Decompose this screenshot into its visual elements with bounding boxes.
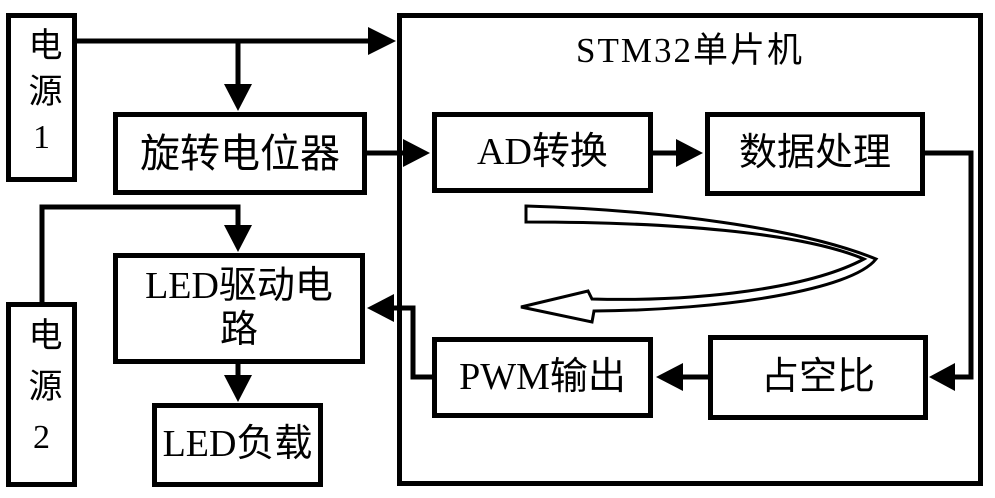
node-mcu-frame — [397, 13, 983, 486]
node-ad-convert: AD转换 — [432, 112, 653, 193]
curved-loop-arrow — [520, 204, 879, 324]
arrowhead-into-dataprocess — [676, 139, 703, 167]
edge-pwm-driver-line — [392, 305, 432, 380]
node-data-process: 数据处理 — [705, 112, 925, 196]
arrowhead-into-load — [224, 375, 252, 402]
node-power-1: 电源1 — [6, 13, 77, 182]
node-power-2: 电源2 — [6, 302, 77, 487]
arrowhead-into-pwm — [656, 363, 683, 391]
node-duty-cycle: 占空比 — [708, 335, 928, 420]
node-mcu-title: STM32单片机 — [576, 31, 804, 70]
arrowhead-into-pot — [224, 84, 252, 111]
arrowhead-into-ad — [403, 139, 430, 167]
node-pwm-output: PWM输出 — [432, 337, 653, 418]
arrowhead-into-duty — [929, 363, 955, 391]
edge-power2-driver-line — [39, 204, 241, 302]
arrowhead-into-mcu — [368, 27, 396, 55]
arrowhead-into-driver-top — [224, 225, 252, 252]
arrowhead-into-driver-right — [367, 294, 394, 322]
node-led-load: LED负载 — [152, 403, 323, 487]
node-potentiometer: 旋转电位器 — [113, 112, 367, 195]
edge-dataprocess-duty-line — [925, 150, 974, 380]
node-led-driver: LED驱动电 路 — [113, 253, 365, 364]
